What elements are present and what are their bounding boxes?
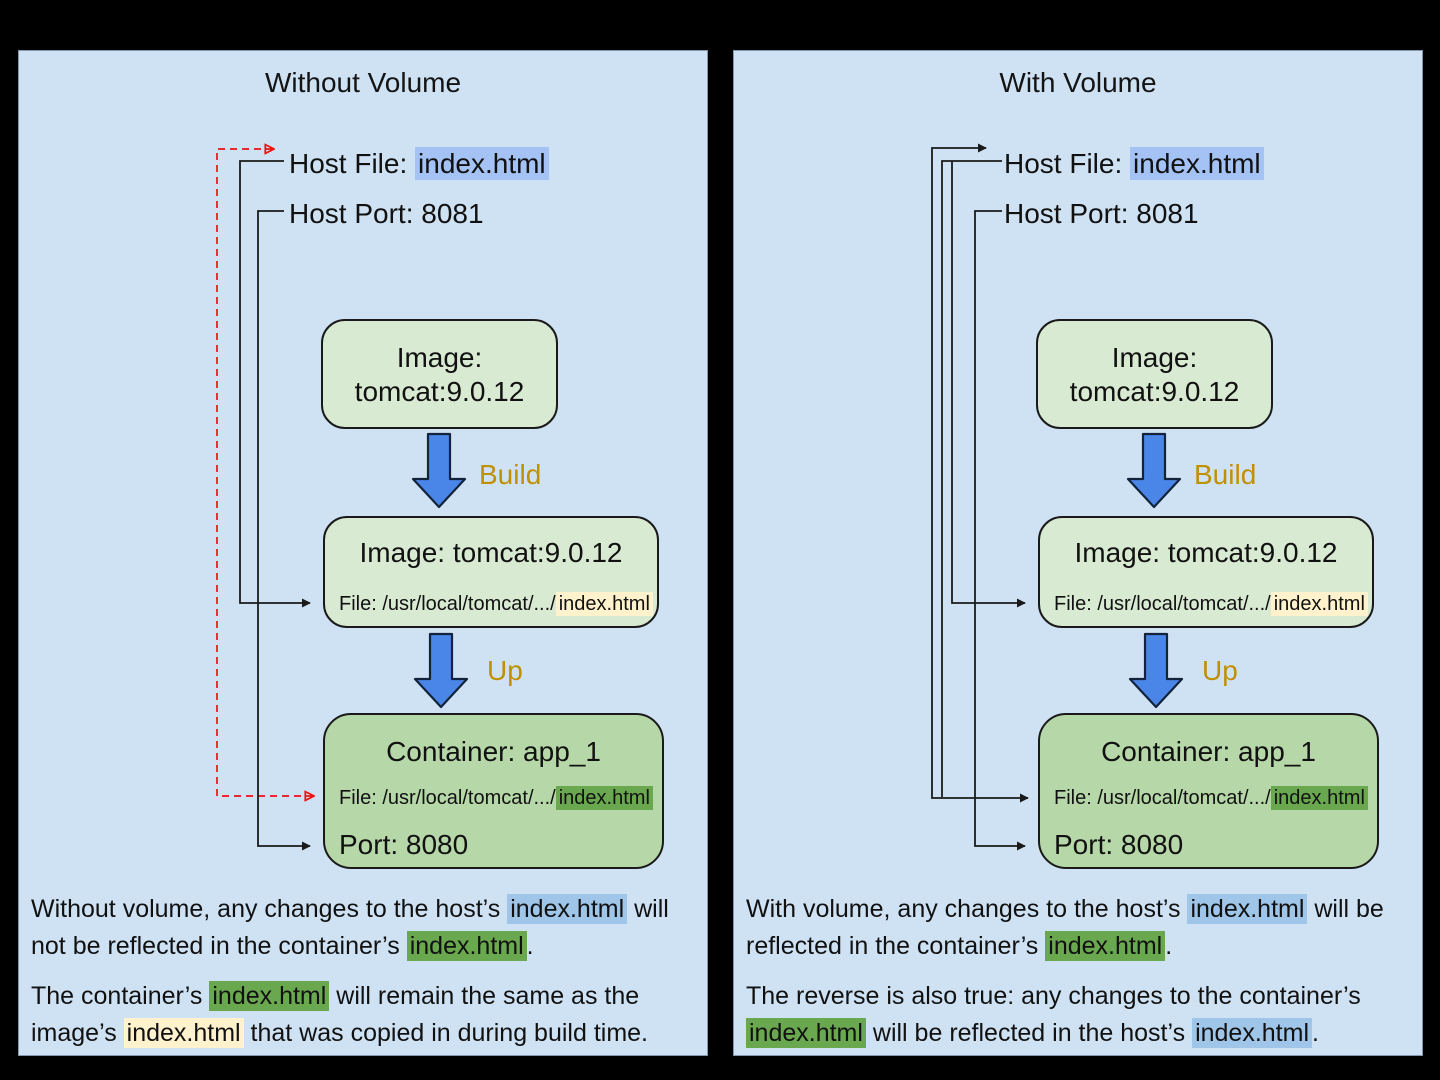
up-label: Up	[487, 655, 523, 686]
highlight-cream: index.html	[123, 1018, 244, 1048]
paragraph: Without volume, any changes to the host’…	[31, 894, 669, 961]
build-arrow-icon	[411, 432, 467, 509]
explanation-text: Without volume, any changes to the host’…	[31, 891, 697, 1065]
image-box-title: Image: tomcat:9.0.12	[1069, 342, 1240, 407]
container-port-label: Port: 8080	[1054, 829, 1184, 860]
panel-with-volume: With Volume Host File: index.html Host P…	[733, 50, 1423, 1056]
host-file-label: Host File: index.html	[1004, 147, 1264, 180]
hostport-to-port-link	[974, 210, 1026, 851]
highlight-cream: index.html	[555, 592, 653, 616]
container-box: Container: app_1 File: /usr/local/tomcat…	[323, 713, 664, 869]
up-label: Up	[1202, 655, 1238, 686]
highlight-green: index.html	[746, 1018, 866, 1048]
highlight-green: index.html	[1270, 786, 1368, 810]
highlight-skyblue: index.html	[1187, 894, 1308, 924]
built-image-box-title: Image: tomcat:9.0.12	[359, 537, 623, 568]
page-title: With Volume	[999, 67, 1157, 98]
image-box-title: Image: tomcat:9.0.12	[354, 342, 525, 407]
host-port-label: Host Port: 8081	[1004, 198, 1199, 229]
highlight-green: index.html	[1045, 931, 1166, 961]
container-box-title: Container: app_1	[386, 736, 601, 767]
panel-without-volume: Without Volume Host File: index.html Hos…	[18, 50, 708, 1056]
highlight-green: index.html	[209, 981, 330, 1011]
highlight-blue: index.html	[415, 147, 549, 180]
highlight-blue: index.html	[1130, 147, 1264, 180]
build-arrow-icon	[1126, 432, 1182, 509]
build-label: Build	[1194, 459, 1257, 490]
built-image-box: Image: tomcat:9.0.12 File: /usr/local/to…	[1038, 516, 1374, 628]
image-box: Image: tomcat:9.0.12	[1036, 319, 1273, 429]
paragraph: The reverse is also true: any changes to…	[746, 982, 1361, 1048]
hostport-to-port-link	[257, 210, 311, 851]
highlight-skyblue: index.html	[507, 894, 628, 924]
container-file-path: File: /usr/local/tomcat/.../index.html	[1054, 786, 1368, 810]
built-image-box: Image: tomcat:9.0.12 File: /usr/local/to…	[323, 516, 659, 628]
container-port-label: Port: 8080	[339, 829, 469, 860]
highlight-green: index.html	[555, 786, 653, 810]
container-box: Container: app_1 File: /usr/local/tomcat…	[1038, 713, 1379, 869]
highlight-green: index.html	[406, 931, 527, 961]
highlight-cream: index.html	[1270, 592, 1368, 616]
build-label: Build	[479, 459, 542, 490]
built-image-file-path: File: /usr/local/tomcat/.../index.html	[339, 592, 653, 616]
page-title: Without Volume	[264, 67, 462, 98]
highlight-skyblue: index.html	[1192, 1018, 1313, 1048]
image-box: Image: tomcat:9.0.12	[321, 319, 558, 429]
volume-sync-link	[931, 143, 1029, 803]
up-arrow-icon	[1128, 632, 1184, 709]
red-dashed-link	[216, 149, 313, 796]
hostfile-to-containerfile-link	[941, 160, 1002, 797]
built-image-file-path: File: /usr/local/tomcat/.../index.html	[1054, 592, 1368, 616]
built-image-box-title: Image: tomcat:9.0.12	[1074, 537, 1338, 568]
host-file-label: Host File: index.html	[289, 147, 549, 180]
up-arrow-icon	[413, 632, 469, 709]
explanation-text: With volume, any changes to the host’s i…	[746, 891, 1412, 1065]
host-port-label: Host Port: 8081	[289, 198, 484, 229]
paragraph: With volume, any changes to the host’s i…	[746, 894, 1384, 961]
paragraph: The container’s index.html will remain t…	[31, 981, 648, 1048]
container-file-path: File: /usr/local/tomcat/.../index.html	[339, 786, 653, 810]
container-box-title: Container: app_1	[1101, 736, 1316, 767]
